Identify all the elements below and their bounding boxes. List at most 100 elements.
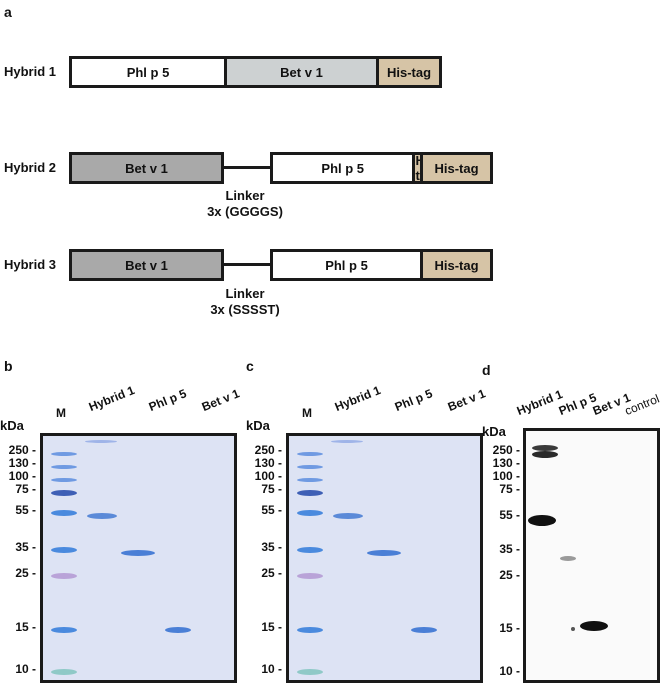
hybrid3-segment-betv1-box: Bet v 1 bbox=[69, 249, 224, 281]
panel-d-blot bbox=[523, 428, 660, 683]
panel-c-marker-75: 75 - bbox=[261, 482, 282, 496]
hybrid3-linker-line bbox=[224, 263, 272, 266]
panel-d-marker-250: 250 - bbox=[492, 443, 520, 457]
panel-b-marker-55: 55 - bbox=[15, 503, 36, 517]
hybrid1-construct: Phl p 5 Bet v 1 His-tag bbox=[69, 56, 442, 88]
panel-d-marker-25: 25 - bbox=[499, 568, 520, 582]
hybrid2-linker-seq: 3x (GGGGS) bbox=[207, 204, 283, 219]
panel-a-letter: a bbox=[4, 4, 12, 20]
panel-b-gel bbox=[40, 433, 237, 683]
hybrid2-linker-title: Linker bbox=[225, 188, 265, 203]
panel-b-lane-phlp5: Phl p 5 bbox=[146, 386, 189, 414]
panel-d-lane-hybrid1: Hybrid 1 bbox=[514, 387, 565, 418]
panel-c-marker-10: 10 - bbox=[261, 662, 282, 676]
hybrid3-segment-betv1: Bet v 1 bbox=[125, 257, 168, 273]
panel-c-ladder-band-55 bbox=[297, 510, 323, 516]
panel-c-ladder-band-25 bbox=[297, 573, 323, 579]
panel-d-marker-100: 100 - bbox=[492, 469, 520, 483]
panel-d-phlp5-band bbox=[560, 556, 576, 561]
panel-c-lane-betv1: Bet v 1 bbox=[445, 386, 488, 414]
hybrid2-label: Hybrid 2 bbox=[4, 160, 57, 175]
hybrid2-histag-box: His-tag bbox=[420, 152, 493, 184]
panel-b-lane-betv1: Bet v 1 bbox=[199, 386, 242, 414]
panel-d-letter: d bbox=[482, 362, 491, 378]
panel-d-hybrid1-band-high-2 bbox=[532, 451, 558, 458]
panel-c-betv1-band bbox=[411, 627, 437, 633]
panel-d-kda-label: kDa bbox=[482, 424, 506, 439]
panel-b-ladder-band-35 bbox=[51, 547, 77, 553]
hybrid3-linker-title: Linker bbox=[225, 286, 265, 301]
panel-b-marker-250: 250 - bbox=[8, 443, 36, 457]
hybrid2-histag-text: His-tag bbox=[434, 160, 479, 176]
hybrid3-segment-phlp5: Phl p 5 bbox=[325, 257, 368, 273]
panel-b-marker-75: 75 - bbox=[15, 482, 36, 496]
panel-d-marker-130: 130 - bbox=[492, 456, 520, 470]
panel-c-lane-hybrid1: Hybrid 1 bbox=[332, 383, 383, 414]
hybrid3-phlp5-box: Phl p 5 bbox=[270, 249, 423, 281]
panel-b-ladder-band-130 bbox=[51, 465, 77, 469]
panel-c-ladder-band-250 bbox=[297, 452, 323, 456]
panel-b-lane-hybrid1: Hybrid 1 bbox=[86, 383, 137, 414]
panel-b-ladder-band-55 bbox=[51, 510, 77, 516]
panel-b-marker-35: 35 - bbox=[15, 540, 36, 554]
panel-b-kda-label: kDa bbox=[0, 418, 24, 433]
hybrid3-linker-caption: Linker 3x (SSSST) bbox=[190, 286, 300, 318]
panel-b-hybrid1-band bbox=[87, 513, 117, 519]
panel-b-marker-15: 15 - bbox=[15, 620, 36, 634]
hybrid2-construct-right: Phl p 5 His-tag bbox=[270, 152, 443, 184]
panel-b-marker-100: 100 - bbox=[8, 469, 36, 483]
panel-b-betv1-band bbox=[165, 627, 191, 633]
panel-d-marker-55: 55 - bbox=[499, 508, 520, 522]
hybrid3-linker-seq: 3x (SSSST) bbox=[210, 302, 280, 317]
hybrid1-segment-betv1: Bet v 1 bbox=[224, 59, 376, 85]
panel-d-marker-10: 10 - bbox=[499, 664, 520, 678]
panel-c-hybrid1-band bbox=[333, 513, 363, 519]
panel-b-ladder-band-75 bbox=[51, 490, 77, 496]
panel-c-letter: c bbox=[246, 358, 254, 374]
panel-c-gel bbox=[286, 433, 483, 683]
hybrid1-label: Hybrid 1 bbox=[4, 64, 57, 79]
panel-b-ladder-band-10 bbox=[51, 669, 77, 675]
panel-b-ladder-band-25 bbox=[51, 573, 77, 579]
panel-c-ladder-band-100 bbox=[297, 478, 323, 482]
panel-d-marker-35: 35 - bbox=[499, 542, 520, 556]
hybrid3-histag-box: His-tag bbox=[420, 249, 493, 281]
panel-b-letter: b bbox=[4, 358, 13, 374]
panel-c-ladder-band-15 bbox=[297, 627, 323, 633]
panel-c-marker-130: 130 - bbox=[254, 456, 282, 470]
panel-b-marker-130: 130 - bbox=[8, 456, 36, 470]
panel-d-marker-15: 15 - bbox=[499, 621, 520, 635]
panel-c-ladder-band-130 bbox=[297, 465, 323, 469]
panel-c-marker-35: 35 - bbox=[261, 540, 282, 554]
panel-c-marker-25: 25 - bbox=[261, 566, 282, 580]
panel-c-marker-55: 55 - bbox=[261, 503, 282, 517]
hybrid2-segment-betv1: Bet v 1 bbox=[125, 160, 168, 176]
hybrid2-segment-phlp5: Phl p 5 bbox=[273, 155, 413, 181]
panel-d-hybrid1-band-high-1 bbox=[532, 445, 558, 451]
panel-c-lane-m: M bbox=[302, 406, 312, 420]
hybrid3-segment-histag: His-tag bbox=[434, 257, 479, 273]
panel-c-marker-250: 250 - bbox=[254, 443, 282, 457]
panel-d-betv1-band bbox=[580, 621, 608, 631]
panel-b-hybrid1-aggregate-band bbox=[85, 440, 117, 443]
panel-c-hybrid1-aggregate-band bbox=[331, 440, 363, 443]
hybrid2-linker-caption: Linker 3x (GGGGS) bbox=[190, 188, 300, 220]
panel-c-ladder-band-35 bbox=[297, 547, 323, 553]
panel-c-ladder-band-10 bbox=[297, 669, 323, 675]
panel-b-ladder-band-15 bbox=[51, 627, 77, 633]
panel-b-ladder-band-100 bbox=[51, 478, 77, 482]
panel-c-phlp5-band bbox=[367, 550, 401, 556]
hybrid2-segment-betv1-box: Bet v 1 bbox=[69, 152, 224, 184]
hybrid1-segment-phlp5: Phl p 5 bbox=[72, 59, 224, 85]
panel-c-marker-15: 15 - bbox=[261, 620, 282, 634]
hybrid1-segment-histag: His-tag bbox=[376, 59, 439, 85]
panel-c-lane-phlp5: Phl p 5 bbox=[392, 386, 435, 414]
panel-b-marker-25: 25 - bbox=[15, 566, 36, 580]
panel-d-speck bbox=[571, 627, 575, 631]
hybrid2-linker-line bbox=[224, 166, 272, 169]
panel-c-kda-label: kDa bbox=[246, 418, 270, 433]
panel-b-phlp5-band bbox=[121, 550, 155, 556]
panel-c-marker-100: 100 - bbox=[254, 469, 282, 483]
panel-c-ladder-band-75 bbox=[297, 490, 323, 496]
panel-d-hybrid1-band bbox=[528, 515, 556, 526]
